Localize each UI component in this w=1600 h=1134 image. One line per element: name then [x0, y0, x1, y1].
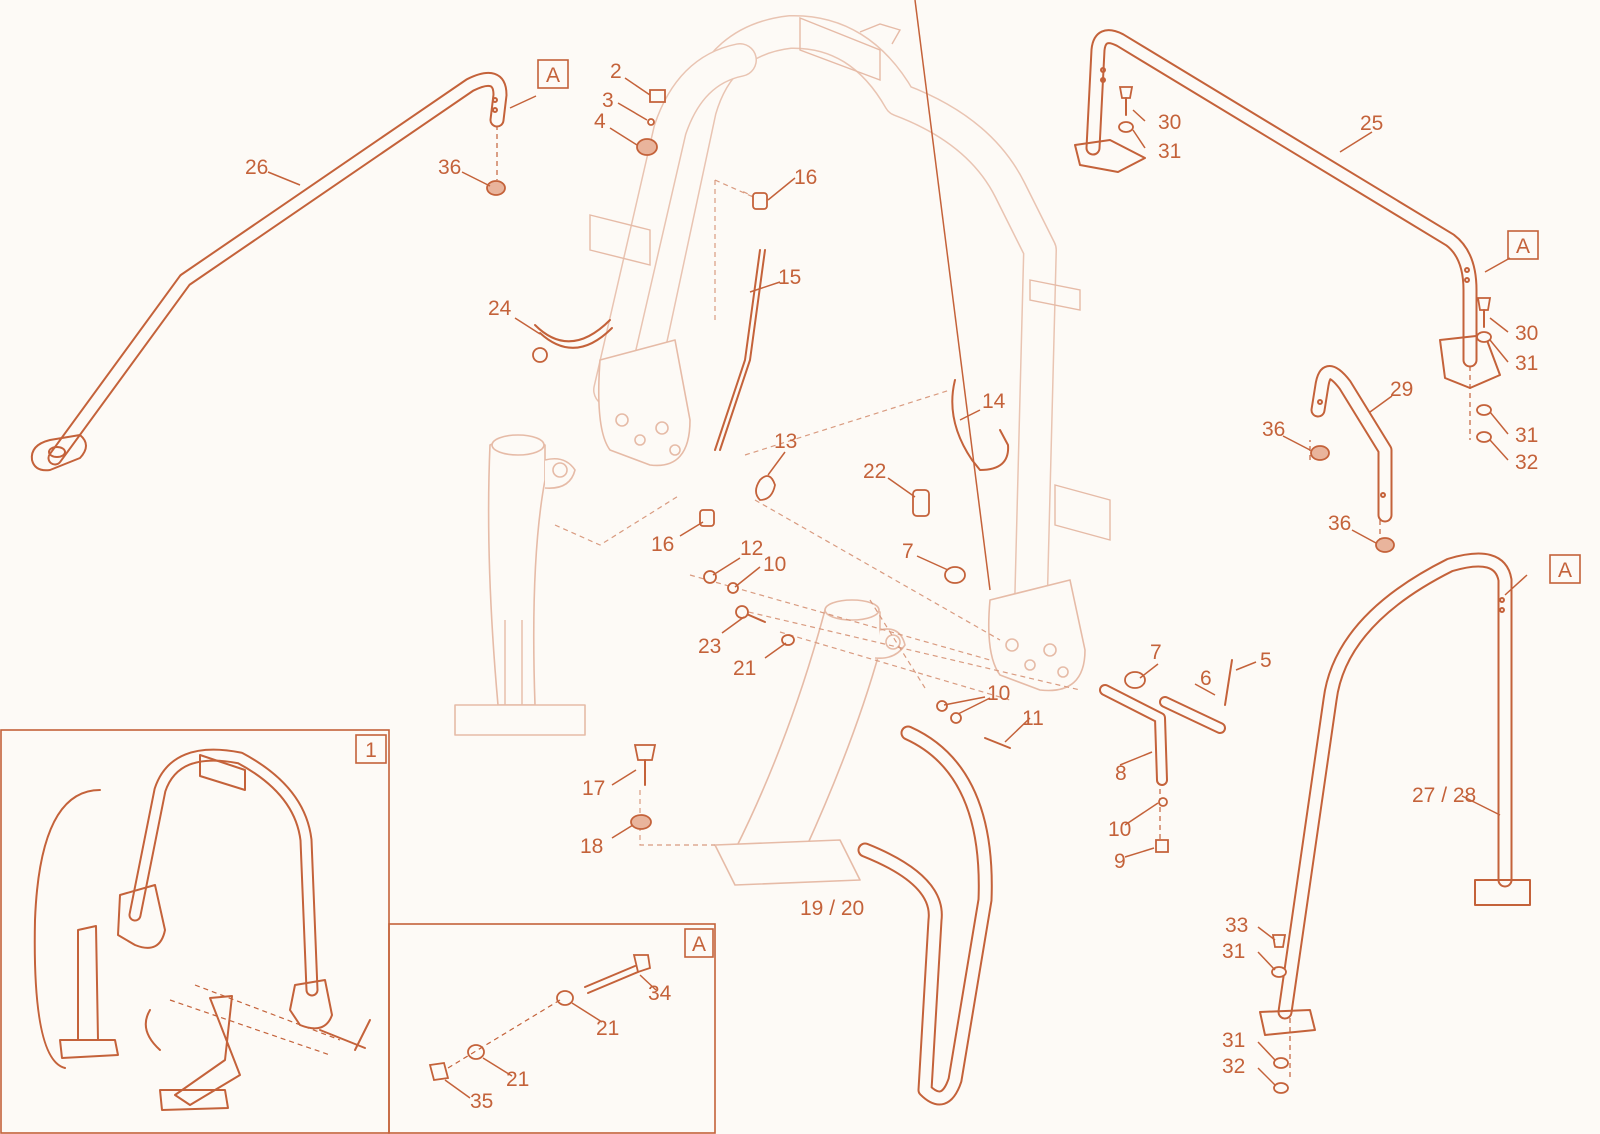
callout-18: 18: [580, 835, 603, 858]
main-frame-ghost: [589, 14, 1111, 692]
callout-36c: 36: [1328, 512, 1351, 535]
callout-7b: 7: [1150, 641, 1162, 664]
callout-7a: 7: [902, 540, 914, 563]
callout-23: 23: [698, 635, 721, 658]
curved-tube-19-20: [857, 725, 993, 1106]
callout-10a: 10: [763, 553, 786, 576]
stay-bar-25: [1074, 29, 1501, 389]
view-label-a-3: A: [1549, 554, 1581, 584]
callout-5: 5: [1260, 649, 1272, 672]
callout-16a: 16: [794, 166, 817, 189]
callout-31e: 31: [1222, 1029, 1245, 1052]
callout-29: 29: [1390, 378, 1413, 401]
callout-30a: 30: [1158, 111, 1181, 134]
callout-26: 26: [245, 156, 268, 179]
inset-1: 1: [0, 729, 390, 1134]
callout-12: 12: [740, 537, 763, 560]
callout-6: 6: [1200, 667, 1212, 690]
callout-21c: 21: [506, 1068, 529, 1091]
callout-14: 14: [982, 390, 1006, 413]
callout-13: 13: [774, 430, 797, 453]
callout-21b: 21: [596, 1017, 619, 1040]
callout-16b: 16: [651, 533, 674, 556]
view-label-a-2: A: [1507, 230, 1539, 260]
callout-27-28: 27 / 28: [1412, 784, 1476, 807]
callout-31d: 31: [1222, 940, 1245, 963]
hardware: [486, 86, 1492, 1094]
callout-31c: 31: [1515, 424, 1538, 447]
left-base-post-ghost: [454, 434, 586, 736]
callout-34: 34: [648, 982, 672, 1005]
callout-32b: 32: [1222, 1055, 1245, 1078]
callout-9: 9: [1114, 850, 1126, 873]
callout-24: 24: [488, 297, 512, 320]
svg-text:A: A: [692, 933, 706, 956]
callout-11: 11: [1022, 707, 1044, 730]
svg-text:A: A: [546, 64, 560, 87]
callout-17: 17: [582, 777, 605, 800]
callout-10b: 10: [987, 682, 1010, 705]
hoop-27-28: [1259, 552, 1531, 1036]
callout-36a: 36: [438, 156, 461, 179]
svg-text:A: A: [1558, 559, 1572, 582]
callout-8: 8: [1115, 762, 1127, 785]
callout-2: 2: [610, 60, 622, 83]
svg-text:1: 1: [365, 739, 377, 762]
callout-35: 35: [470, 1090, 493, 1113]
callout-33: 33: [1225, 914, 1248, 937]
stay-bar-26: [30, 71, 508, 472]
callout-19-20: 19 / 20: [800, 897, 864, 920]
hoop-29: [1310, 365, 1393, 523]
view-label-a-1: A: [537, 59, 569, 89]
callout-labels: 2 3 4 26 36 16 15 24 13 14 22 16 12 10 7…: [245, 60, 1538, 1113]
leader-lines: [267, 0, 1528, 1086]
callout-32a: 32: [1515, 451, 1538, 474]
svg-text:A: A: [1516, 235, 1530, 258]
callout-30b: 30: [1515, 322, 1538, 345]
inset-a: A: [388, 923, 716, 1134]
callout-3: 3: [602, 89, 614, 112]
callout-15: 15: [778, 266, 801, 289]
callout-22: 22: [863, 460, 886, 483]
callout-31b: 31: [1515, 352, 1538, 375]
callout-4: 4: [594, 110, 606, 133]
callout-21a: 21: [733, 657, 756, 680]
callout-36b: 36: [1262, 418, 1285, 441]
callout-10c: 10: [1108, 818, 1131, 841]
callout-31a: 31: [1158, 140, 1181, 163]
callout-25: 25: [1360, 112, 1383, 135]
center-base-post-ghost: [714, 599, 906, 886]
